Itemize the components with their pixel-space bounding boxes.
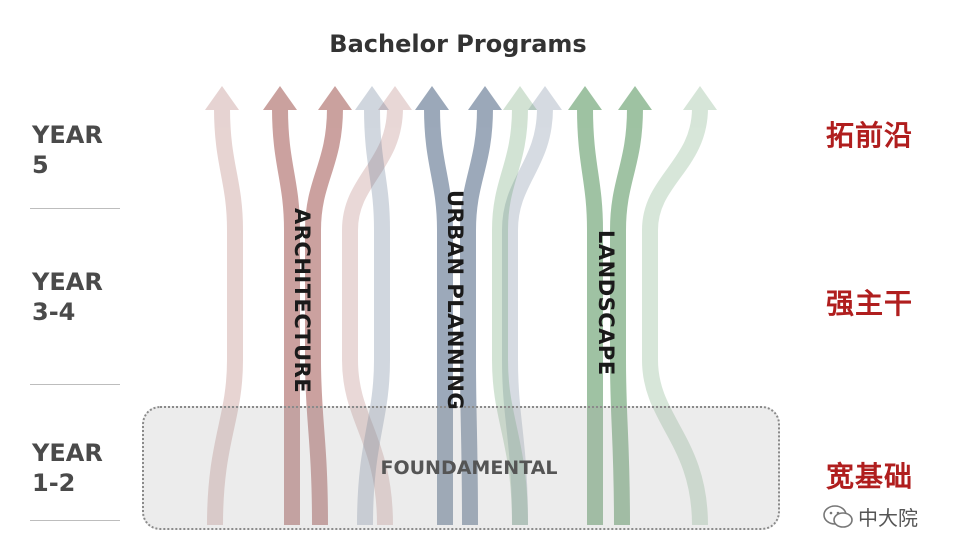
watermark-text: 中大院: [858, 506, 918, 530]
core-label: 强主干: [826, 287, 914, 320]
year-1-2-label: YEAR 1-2: [32, 439, 103, 497]
stream-path: [502, 86, 562, 526]
architecture-label: ARCHITECTURE: [290, 208, 314, 394]
stream-path: [492, 86, 537, 526]
stream-path: [610, 86, 652, 526]
stream-path: [642, 86, 717, 526]
frontier-label: 拓前沿: [826, 119, 914, 152]
diagram-title: Bachelor Programs: [329, 30, 587, 58]
landscape-label: LANDSCAPE: [594, 230, 618, 376]
urban-planning-label: URBAN PLANNING: [443, 190, 467, 411]
stream-path: [205, 86, 243, 526]
foundation-box: [142, 406, 780, 530]
watermark: 中大院: [822, 502, 918, 531]
separator-line: [30, 384, 120, 385]
year-3-4-label: YEAR 3-4: [32, 268, 103, 326]
foundation-label: FOUNDAMENTAL: [380, 457, 558, 479]
stream-path: [305, 86, 352, 526]
foundation-cn-label: 宽基础: [826, 460, 914, 493]
stream-path: [460, 86, 502, 526]
stream-path: [355, 86, 390, 526]
stream-path: [568, 86, 604, 525]
year-5-label: YEAR 5: [32, 121, 103, 179]
separator-line: [30, 520, 120, 521]
stream-path: [415, 86, 454, 525]
wechat-icon: [823, 504, 853, 528]
separator-line: [30, 208, 120, 209]
stream-path: [342, 86, 412, 526]
stream-path: [263, 86, 301, 525]
